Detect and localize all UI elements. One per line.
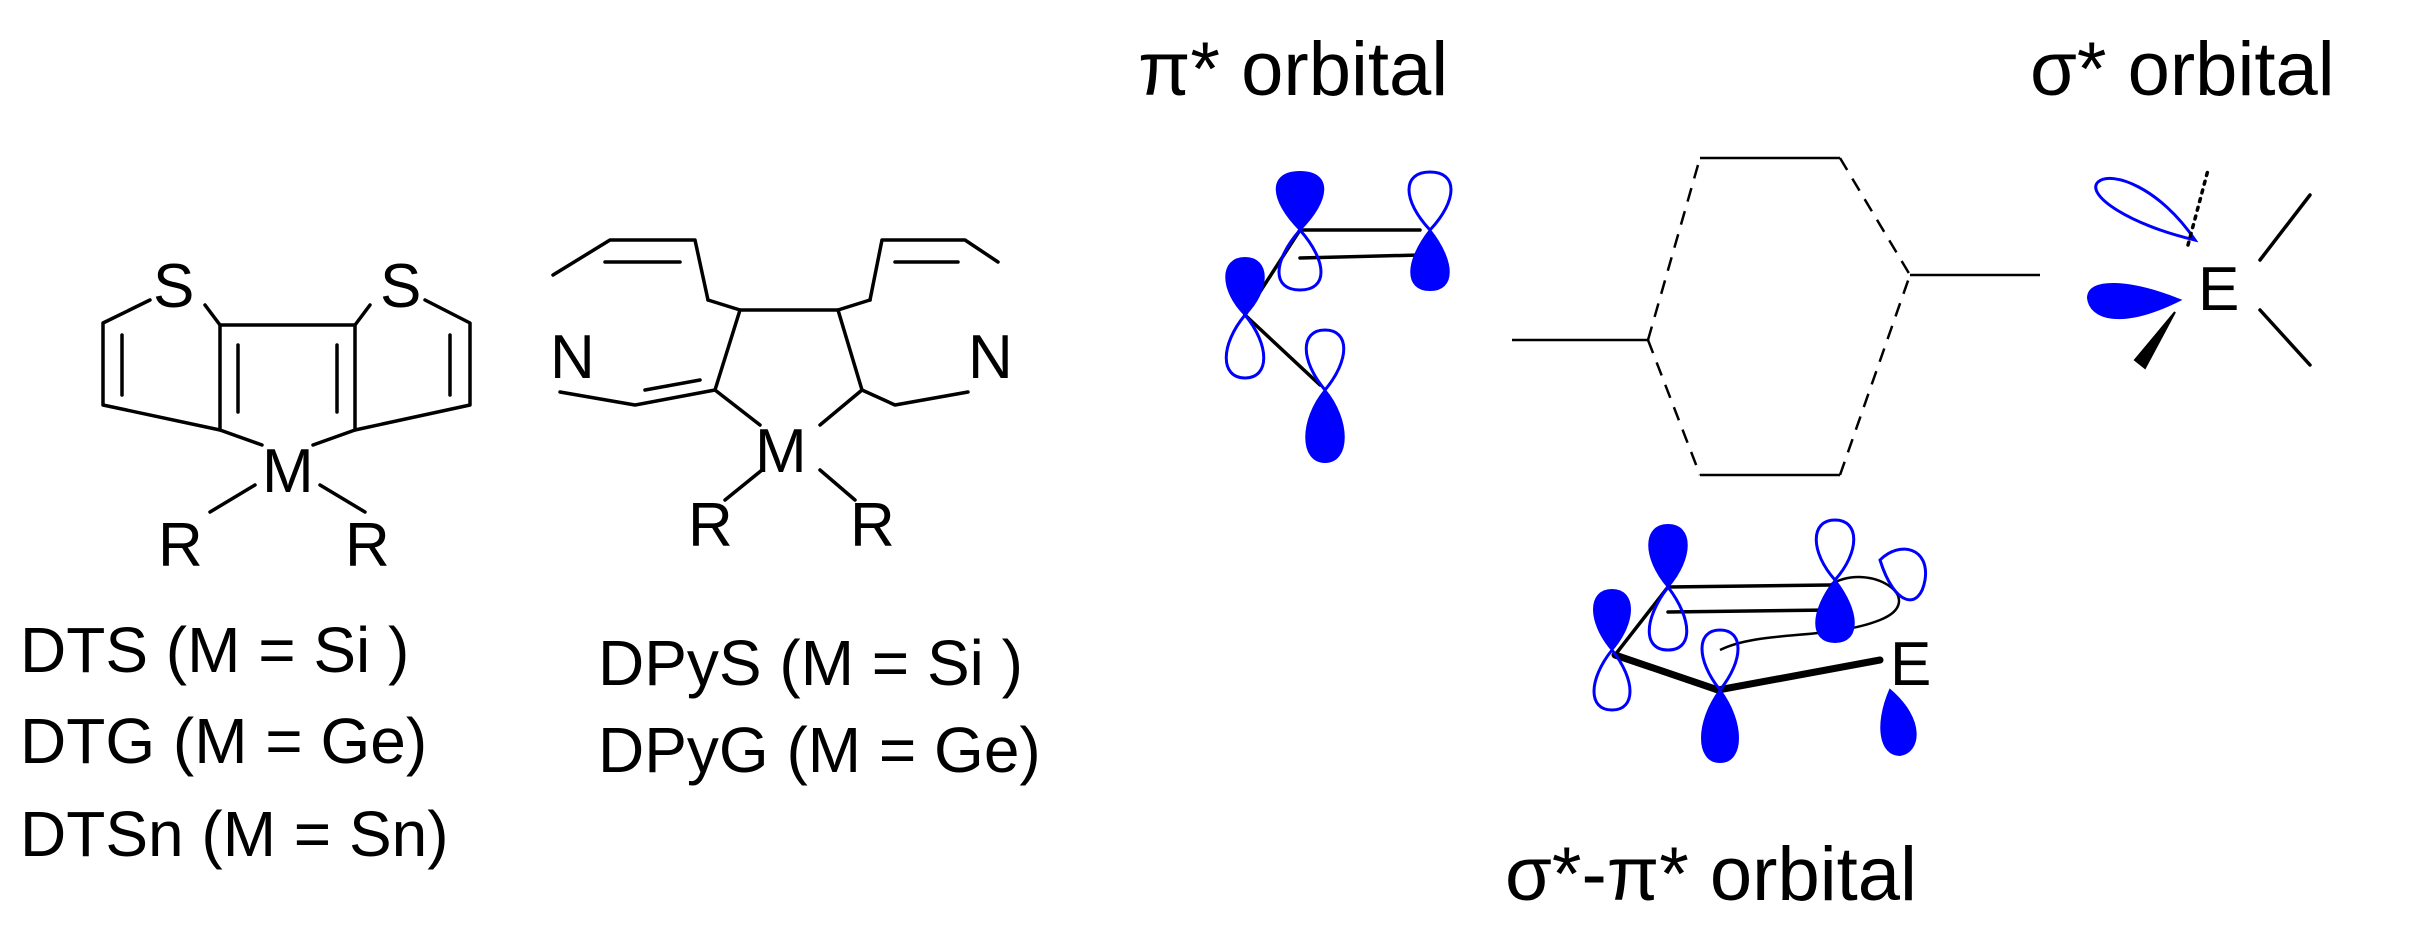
sigma-e-atom: E (2198, 255, 2239, 324)
dts-r1-atom: R (158, 511, 203, 580)
mixed-orbital-diagram: E (1592, 518, 1931, 764)
dts-structure: S S M R R (101, 252, 472, 580)
dpy-labels: DPyS (M = Si ) DPyG (M = Ge) (598, 627, 1041, 786)
dpy-m-atom: M (755, 417, 807, 486)
pi-orbital-title: π* orbital (1138, 27, 1448, 112)
energy-diagram (1512, 156, 2040, 477)
dtg-label: DTG (M = Ge) (20, 705, 427, 777)
mixed-e-atom: E (1890, 630, 1931, 699)
dpyg-label: DPyG (M = Ge) (598, 714, 1041, 786)
dpy-n2-atom: N (968, 323, 1013, 392)
dpy-r1-atom: R (688, 491, 733, 560)
dpy-structure: N N M R R (550, 238, 1013, 560)
dtsn-label: DTSn (M = Sn) (20, 798, 449, 870)
sigma-orbital-title: σ* orbital (2030, 27, 2335, 112)
dts-s2-atom: S (380, 252, 421, 321)
pi-orbital-diagram (1224, 170, 1453, 464)
sigma-orbital-diagram: E (2086, 168, 2312, 370)
dts-label: DTS (M = Si ) (20, 614, 409, 686)
dts-r2-atom: R (345, 511, 390, 580)
dpy-n1-atom: N (550, 323, 595, 392)
mixed-orbital-title: σ*-π* orbital (1505, 832, 1917, 917)
dts-m-atom: M (262, 437, 314, 506)
dts-s1-atom: S (153, 252, 194, 321)
dpys-label: DPyS (M = Si ) (598, 627, 1023, 699)
dts-labels: DTS (M = Si ) DTG (M = Ge) DTSn (M = Sn) (20, 614, 449, 870)
dpy-r2-atom: R (850, 491, 895, 560)
